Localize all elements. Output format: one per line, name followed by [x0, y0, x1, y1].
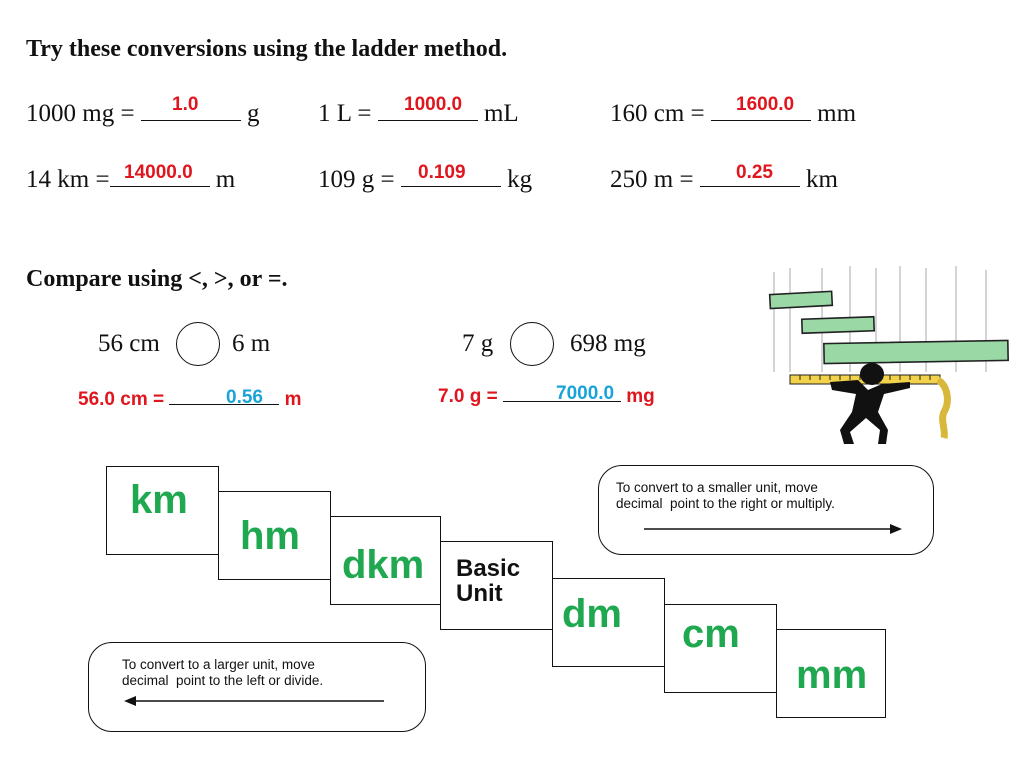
answer-blank [109, 166, 210, 187]
conversion-answer: 0.25 [736, 162, 773, 183]
work-answer: 7000.0 [556, 383, 615, 404]
compare-heading: Compare using <, >, or =. [26, 266, 288, 292]
conversion-unit: kg [507, 166, 533, 193]
conversion-answer: 1000.0 [404, 94, 463, 115]
ladder-label-dkm: dkm [342, 543, 425, 587]
work-answer: 0.56 [226, 387, 263, 408]
conversion-answer: 1.0 [172, 94, 199, 115]
arrow-right-icon [644, 524, 902, 534]
work-left: 56.0 cm = [78, 389, 165, 410]
ladder-step-mm [776, 629, 886, 718]
work-unit: mg [626, 386, 655, 407]
conversion-3: 160 cm = mm [610, 100, 856, 128]
ladder-step-km [106, 466, 219, 555]
ladder-label-dm: dm [562, 592, 622, 636]
person-lifting-measuring-tape-icon [768, 266, 1009, 444]
answer-blank [400, 166, 501, 187]
ladder-label-cm: cm [682, 612, 740, 656]
work-unit: m [284, 389, 302, 410]
answer-blank [699, 166, 800, 187]
larger-unit-note [88, 642, 426, 732]
answer-blank [377, 100, 478, 121]
conversions-heading: Try these conversions using the ladder m… [26, 36, 508, 62]
ladder-label-mm: mm [796, 653, 868, 697]
conversion-unit: mm [817, 100, 857, 127]
conversion-1: 1000 mg = g [26, 100, 260, 128]
ladder-label-basic-unit: Basic Unit [456, 555, 521, 607]
larger-unit-note-text: To convert to a larger unit, move decima… [122, 657, 324, 688]
ladder-step-dm [552, 578, 665, 667]
work-left: 7.0 g = [438, 386, 498, 407]
ladder-label-km: km [130, 478, 188, 522]
conversion-left: 14 km = [26, 166, 110, 193]
ladder-step-dkm [330, 516, 441, 605]
conversion-2: 1 L = mL [318, 100, 519, 128]
compare-circle[interactable] [510, 322, 554, 366]
compare-circle[interactable] [176, 322, 220, 366]
conversion-answer: 14000.0 [124, 162, 193, 183]
work-blank [169, 386, 280, 405]
conversion-unit: mL [483, 100, 519, 127]
conversion-6: 250 m = km [610, 166, 838, 194]
work-row-1: 56.0 cm = m [78, 386, 302, 411]
conversion-4: 14 km = m [26, 166, 235, 194]
conversion-answer: 1600.0 [736, 94, 795, 115]
compare-left: 56 cm [98, 330, 160, 357]
compare-left: 7 g [462, 330, 494, 357]
conversion-unit: g [247, 100, 260, 127]
conversion-left: 1 L = [318, 100, 372, 127]
conversion-left: 250 m = [610, 166, 694, 193]
compare-right: 698 mg [570, 330, 646, 357]
ladder-label-hm: hm [240, 514, 300, 558]
conversion-left: 160 cm = [610, 100, 705, 127]
ladder-step-basic-unit [440, 541, 553, 630]
smaller-unit-note-text: To convert to a smaller unit, move decim… [616, 480, 835, 511]
conversion-unit: m [215, 166, 236, 193]
conversion-5: 109 g = kg [318, 166, 532, 194]
answer-blank [140, 100, 241, 121]
ladder-step-hm [218, 491, 331, 580]
answer-blank [710, 100, 811, 121]
work-blank [502, 383, 621, 402]
conversion-unit: km [806, 166, 838, 193]
compare-right: 6 m [232, 330, 271, 357]
smaller-unit-note [598, 465, 934, 555]
conversion-left: 109 g = [318, 166, 395, 193]
work-row-2: 7.0 g = mg [438, 383, 655, 408]
conversion-left: 1000 mg = [26, 100, 135, 127]
arrow-left-icon [124, 696, 384, 706]
conversion-answer: 0.109 [418, 162, 466, 183]
